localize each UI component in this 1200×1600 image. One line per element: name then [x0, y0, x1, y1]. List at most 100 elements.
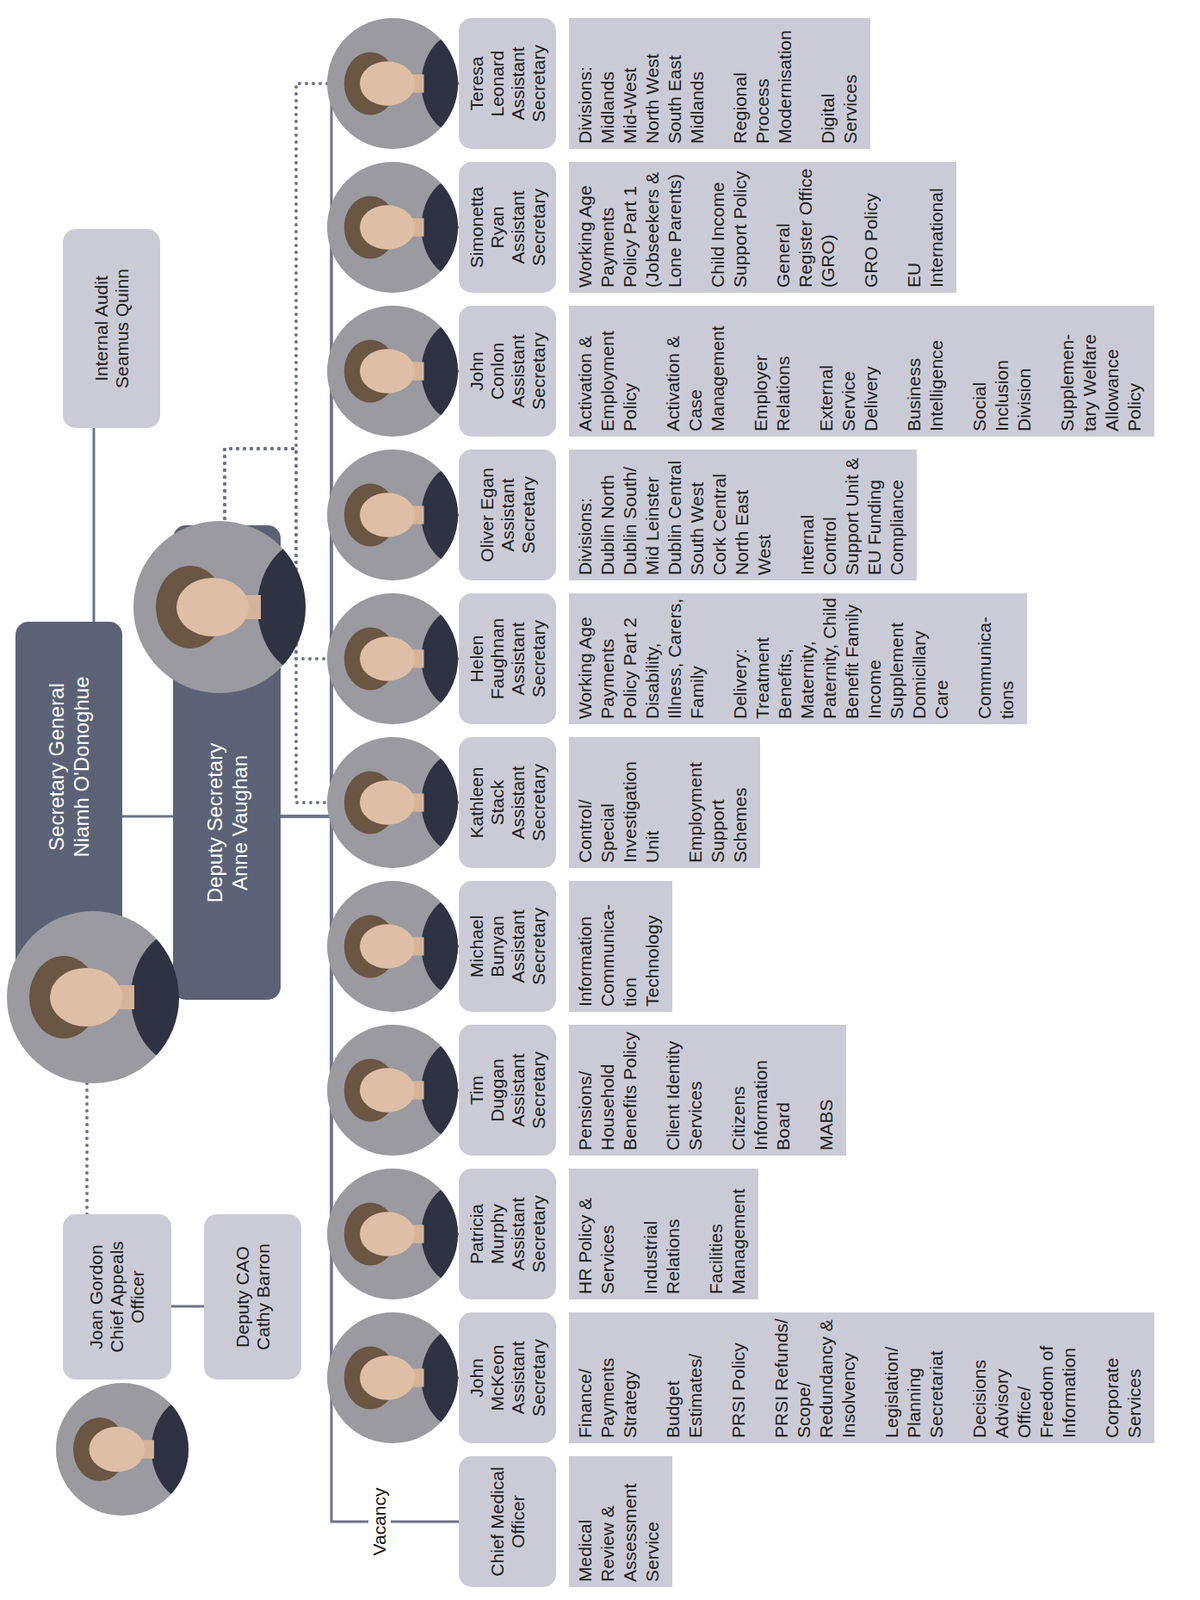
title-text: Assistant Secretary [507, 35, 550, 132]
division-item: Social Inclusion Division [968, 309, 1036, 432]
division-item: North West [641, 21, 664, 144]
name-text: Joan Gordon [86, 1243, 107, 1349]
position-box: John McKeonAssistant Secretary [458, 1311, 557, 1443]
division-list: Finance/ Payments StrategyBudget Estimat… [569, 1311, 1155, 1443]
portrait-photo [6, 910, 242, 1083]
name-text: Oliver Egan [476, 467, 498, 563]
division-item: Midlands [686, 21, 709, 144]
division-item: EU International [903, 165, 948, 288]
portrait-photo [327, 880, 506, 1012]
position-box: Kathleen StackAssistant Secretary [458, 736, 557, 868]
position-box: Patricia MurphyAssistant Secretary [458, 1168, 557, 1299]
division-item: Child Income Support Policy [706, 165, 752, 288]
division-item: Pensions/ Household Benefits Policy [574, 1027, 642, 1151]
portrait-photo [327, 1024, 506, 1156]
position-box: Tim DugganAssistant Secretary [458, 1024, 557, 1156]
portrait-photo [55, 1382, 236, 1516]
division-item: Employer Relations [749, 309, 795, 432]
division-item: Midlands [596, 21, 619, 144]
division-item: GRO Policy [859, 165, 883, 288]
division-item: HR Policy & Services [574, 1171, 619, 1294]
title-text: Assistant Secretary [507, 1041, 550, 1139]
division-item: Facilities Management [705, 1171, 750, 1294]
name-text: Deputy Secretary [202, 742, 228, 903]
connector-line [122, 815, 174, 818]
division-item: West [753, 452, 776, 576]
division-item: Industrial Relations [639, 1171, 685, 1294]
division-item: MABS [815, 1027, 838, 1151]
division-list: Working Age Payments Policy Part 2 Disab… [569, 593, 1027, 724]
position-box: Chief Medical Officer [458, 1455, 557, 1587]
title-text: Niamh O'Donoghue [68, 675, 94, 857]
division-item: Client Identity Services [661, 1027, 707, 1151]
division-item: Activation & Employment Policy [574, 309, 642, 432]
position-box: Oliver EganAssistant Secretary [458, 449, 557, 581]
division-item: Regional Process Modernisation [729, 21, 797, 144]
division-item: Mid-West [618, 21, 642, 144]
division-item: Business Intelligence [903, 309, 948, 432]
portrait-photo [327, 449, 506, 581]
vacancy-label: Vacancy [368, 1473, 391, 1569]
title-text: Seamus Quinn [111, 268, 133, 389]
division-item: Dublin South/ Mid Leinster [618, 452, 664, 576]
division-item: Supplemen- tary Welfare Allowance Policy [1056, 309, 1146, 432]
name-text: Patricia Murphy [466, 1185, 508, 1282]
title-text: Chief Appeals Officer [106, 1222, 149, 1371]
portrait-photo [327, 18, 506, 149]
division-list: Control/ Special Investigation Unit Emplo… [569, 736, 761, 868]
division-item: Working Age Payments Policy Part 1 (Jobs… [574, 165, 687, 288]
org-box: Internal AuditSeamus Quinn [62, 228, 161, 428]
division-item: Working Age Payments Policy Part 2 Disab… [574, 596, 709, 719]
division-item: Delivery: Treatment Benefits, Maternity,… [729, 596, 953, 719]
name-text: Chief Medical Officer [487, 1460, 529, 1582]
division-item: Citizens Information Board [727, 1027, 795, 1151]
division-item: PRSI Policy [727, 1315, 750, 1438]
portrait-photo [327, 1311, 506, 1443]
division-item: Decisions Advisory Office/ Freedom of In… [968, 1315, 1081, 1438]
division-item: Dublin Central [663, 452, 687, 576]
title-text: Anne Vaughan [227, 754, 253, 891]
division-item: Employment Support Schemes [684, 740, 752, 863]
division-item: Control/ Special Investigation Unit [574, 740, 664, 863]
name-text: Helen Faughnan [466, 610, 508, 707]
connector-line [92, 427, 96, 622]
name-text: Deputy CAO [232, 1245, 254, 1348]
name-text: John McKeon [466, 1329, 508, 1426]
portrait-photo [327, 305, 506, 437]
division-item: Information Communica- tion Technology [574, 884, 664, 1007]
division-list: Pensions/ Household Benefits Policy Clien… [569, 1024, 847, 1156]
division-list: Working Age Payments Policy Part 1 (Jobs… [569, 161, 957, 293]
title-text: Assistant Secretary [507, 897, 550, 995]
name-text: John Conlon [466, 322, 508, 420]
position-box: Michael BunyanAssistant Secretary [458, 880, 557, 1012]
position-box: Helen FaughnanAssistant Secretary [458, 593, 557, 724]
division-item: General Register Office (GRO) [772, 165, 840, 288]
portrait-photo [327, 736, 506, 868]
position-box: Simonetta RyanAssistant Secretary [458, 161, 557, 293]
division-item: Digital Services [816, 21, 862, 144]
division-item: Dublin North [596, 452, 619, 576]
division-list: Medical Review & Assessment Service [569, 1455, 673, 1587]
title-text: Assistant Secretary [497, 466, 539, 563]
title-text: Cathy Barron [253, 1243, 274, 1350]
position-box: Teresa LeonardAssistant Secretary [458, 18, 557, 149]
division-item: Budget Estimates/ [661, 1315, 707, 1438]
division-list: Information Communica- tion Technology [569, 880, 673, 1012]
connector-line [171, 1305, 205, 1308]
division-item: Internal Control Support Unit & EU Fundi… [796, 452, 909, 576]
division-list: Activation & Employment PolicyActivation… [569, 305, 1155, 437]
name-text: Internal Audit [91, 275, 112, 382]
name-text: Tim Duggan [466, 1041, 508, 1139]
title-text: Assistant Secretary [507, 1185, 550, 1282]
division-list: Divisions:Dublin NorthDublin South/ Mid … [569, 449, 917, 581]
position-box: John ConlonAssistant Secretary [458, 305, 557, 437]
division-item: Communica- tions [973, 596, 1019, 719]
connector-line [280, 816, 459, 1234]
name-text: Michael Bunyan [466, 897, 508, 995]
division-item: Medical Review & Assessment Service [574, 1459, 664, 1582]
portrait-photo [327, 1168, 506, 1299]
division-item: PRSI Refunds/ Scope/ Redundancy & Insolv… [770, 1315, 860, 1438]
name-text: Simonetta Ryan [466, 179, 508, 276]
division-item: Divisions: [574, 452, 597, 576]
